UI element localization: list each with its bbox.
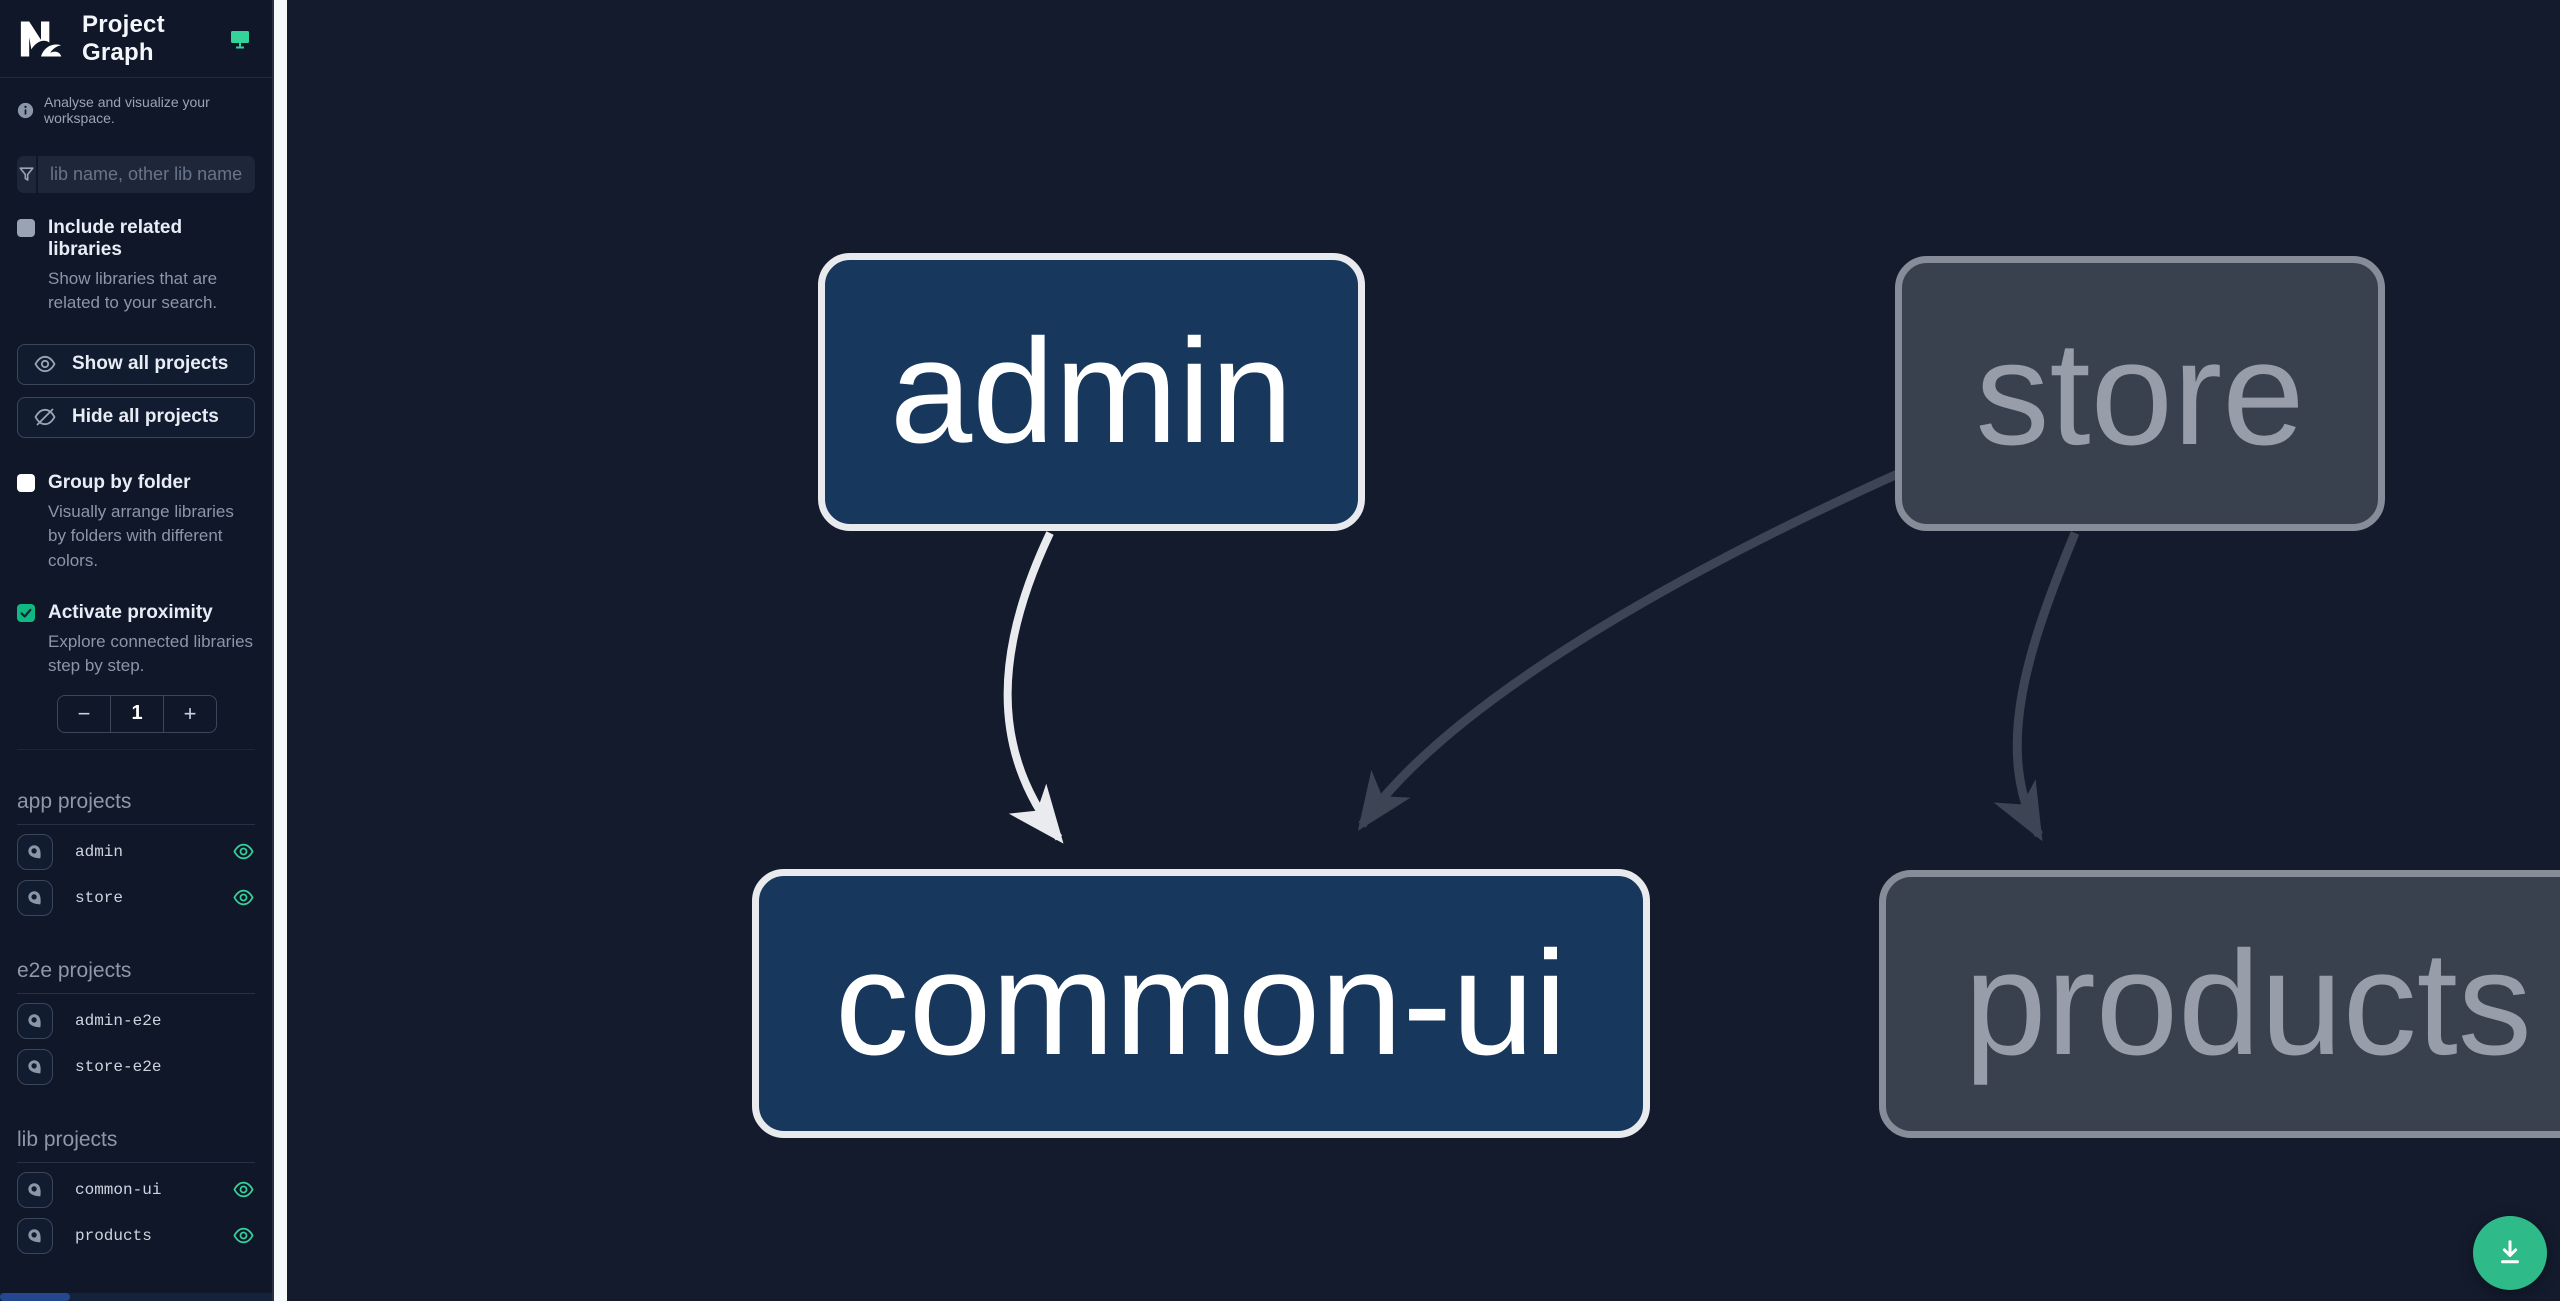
- focus-project-button[interactable]: [17, 1171, 53, 1208]
- nx-logo: [20, 21, 62, 57]
- download-graph-button[interactable]: [2473, 1216, 2547, 1290]
- show-all-projects-label: Show all projects: [72, 353, 229, 375]
- sidebar: Project Graph Analyse and visualize your…: [0, 0, 272, 1301]
- include-related-block: Include related libraries Show libraries…: [17, 217, 255, 316]
- section-title: e2e projects: [17, 959, 255, 994]
- project-row-products: products: [17, 1217, 255, 1255]
- toggle-visibility-eye-icon[interactable]: [232, 886, 255, 909]
- filter-box: [17, 156, 255, 193]
- graph-canvas[interactable]: admin store common-ui products: [287, 0, 2560, 1301]
- sidebar-scroll-area: Analyse and visualize your workspace. In…: [0, 78, 272, 1301]
- graph-node-admin[interactable]: admin: [818, 253, 1365, 531]
- lib-filter-input[interactable]: [38, 156, 255, 193]
- toggle-visibility-eye-icon[interactable]: [232, 840, 255, 863]
- sidebar-divider: [17, 748, 255, 750]
- monitor-icon[interactable]: [228, 27, 252, 51]
- include-related-description: Show libraries that are related to your …: [48, 268, 218, 313]
- show-all-projects-button[interactable]: Show all projects: [17, 343, 255, 385]
- focus-project-button[interactable]: [17, 1217, 53, 1254]
- activate-proximity-description: Explore connected libraries step by step…: [48, 631, 254, 676]
- sidebar-horizontal-scrollbar[interactable]: [0, 1293, 272, 1301]
- sidebar-resize-handle[interactable]: [272, 0, 287, 1301]
- project-name: store-e2e: [75, 1057, 162, 1076]
- group-by-folder-checkbox[interactable]: [17, 473, 35, 492]
- node-label: admin: [889, 309, 1294, 474]
- section-lib-projects: lib projects common-ui: [17, 1128, 255, 1255]
- node-label: common-ui: [835, 920, 1567, 1086]
- scrollbar-thumb[interactable]: [0, 1293, 70, 1301]
- activate-proximity-checkbox[interactable]: [17, 603, 35, 622]
- graph-node-store[interactable]: store: [1895, 256, 2385, 531]
- project-row-admin: admin: [17, 833, 255, 871]
- edge-store-to-products: [1993, 531, 2080, 842]
- project-row-admin-e2e: admin-e2e: [17, 1002, 255, 1040]
- hide-all-projects-label: Hide all projects: [72, 406, 219, 428]
- project-row-store: store: [17, 879, 255, 917]
- proximity-increment-button[interactable]: +: [164, 696, 216, 732]
- tagline-text: Analyse and visualize your workspace.: [44, 94, 210, 126]
- edge-store-to-common-ui: [1357, 467, 1904, 831]
- project-name: store: [75, 888, 124, 907]
- include-related-checkbox[interactable]: [17, 219, 35, 237]
- group-by-folder-block: Group by folder Visually arrange librari…: [17, 472, 255, 574]
- proximity-value: 1: [110, 695, 164, 732]
- graph-node-common-ui[interactable]: common-ui: [752, 869, 1650, 1138]
- focus-project-button[interactable]: [17, 1002, 53, 1039]
- eye-off-icon: [33, 405, 57, 429]
- include-related-label: Include related libraries: [48, 217, 183, 260]
- toggle-visibility-eye-icon[interactable]: [232, 1224, 255, 1247]
- section-title: lib projects: [17, 1128, 255, 1163]
- focus-project-button[interactable]: [17, 879, 53, 916]
- node-label: store: [1975, 310, 2305, 476]
- proximity-stepper: − 1 +: [57, 694, 217, 733]
- sidebar-header: Project Graph: [0, 0, 272, 78]
- project-name: products: [75, 1226, 152, 1245]
- activate-proximity-label: Activate proximity: [48, 601, 213, 623]
- info-icon: [17, 102, 34, 119]
- section-title: app projects: [17, 790, 255, 825]
- hide-all-projects-button[interactable]: Hide all projects: [17, 396, 255, 438]
- download-icon: [2495, 1238, 2525, 1268]
- project-row-common-ui: common-ui: [17, 1171, 255, 1209]
- project-name: admin-e2e: [75, 1011, 162, 1030]
- app-title: Project Graph: [82, 10, 165, 66]
- focus-project-button[interactable]: [17, 833, 53, 870]
- tagline-row: Analyse and visualize your workspace.: [17, 94, 255, 126]
- node-label: products: [1964, 921, 2532, 1086]
- project-row-store-e2e: store-e2e: [17, 1048, 255, 1086]
- eye-icon: [33, 352, 57, 376]
- funnel-icon[interactable]: [17, 156, 38, 193]
- focus-project-button[interactable]: [17, 1048, 53, 1085]
- edge-admin-to-common-ui: [1003, 531, 1064, 844]
- group-by-folder-label: Group by folder: [48, 471, 191, 493]
- section-app-projects: app projects admin: [17, 790, 255, 917]
- graph-node-products[interactable]: products: [1879, 870, 2560, 1138]
- proximity-decrement-button[interactable]: −: [58, 696, 110, 732]
- project-name: common-ui: [75, 1180, 162, 1199]
- group-by-folder-description: Visually arrange libraries by folders wi…: [48, 501, 234, 571]
- activate-proximity-block: Activate proximity Explore connected lib…: [17, 602, 255, 679]
- project-name: admin: [75, 842, 124, 861]
- section-e2e-projects: e2e projects admin-e2e store-e2e: [17, 959, 255, 1086]
- toggle-visibility-eye-icon[interactable]: [232, 1178, 255, 1201]
